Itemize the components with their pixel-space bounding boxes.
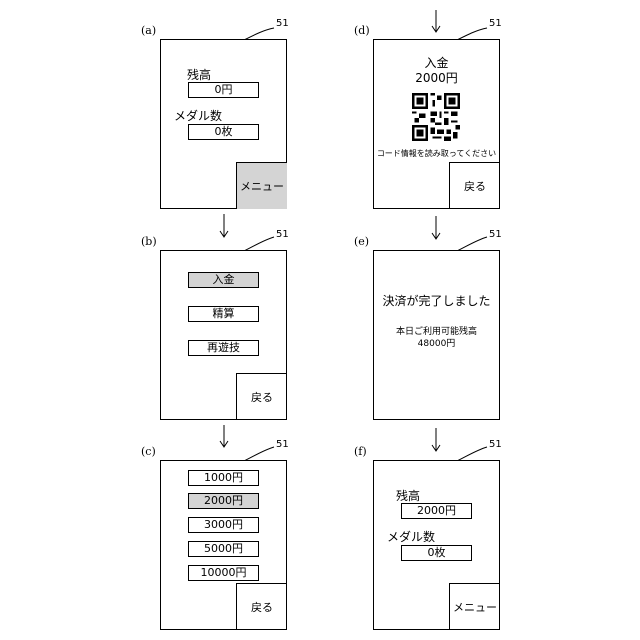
ref-leader-e — [457, 237, 487, 251]
payment-complete-message: 決済が完了しました — [374, 292, 499, 309]
menu-button[interactable]: メニュー — [449, 583, 500, 630]
medals-field: 0枚 — [188, 124, 259, 140]
ref-leader-b — [244, 237, 274, 251]
ref-leader-f — [457, 447, 487, 461]
amount-option-1000[interactable]: 1000円 — [188, 470, 259, 486]
ref-number-f: 51 — [489, 439, 502, 450]
ref-number-d: 51 — [489, 18, 502, 29]
panel-label-c: (c) — [141, 445, 156, 458]
medals-label: メダル数 — [387, 528, 435, 545]
balance-label: 残高 — [187, 66, 211, 83]
settle-button[interactable]: 精算 — [188, 306, 259, 322]
balance-field: 2000円 — [401, 503, 472, 519]
available-balance-value: 48000円 — [374, 336, 499, 349]
panel-label-d: (d) — [354, 24, 370, 37]
scan-instruction: コード情報を読み取ってください — [374, 148, 499, 159]
back-button[interactable]: 戻る — [236, 373, 287, 420]
screen-c: 1000円 2000円 3000円 5000円 10000円 戻る — [160, 460, 287, 630]
qr-code-icon — [412, 93, 460, 141]
amount-option-5000[interactable]: 5000円 — [188, 541, 259, 557]
balance-field: 0円 — [188, 82, 259, 98]
amount-option-3000[interactable]: 3000円 — [188, 517, 259, 533]
screen-f: 残高 2000円 メダル数 0枚 メニュー — [373, 460, 500, 630]
replay-button[interactable]: 再遊技 — [188, 340, 259, 356]
ref-number-c: 51 — [276, 439, 289, 450]
deposit-button[interactable]: 入金 — [188, 272, 259, 288]
screen-e: 決済が完了しました 本日ご利用可能残高 48000円 — [373, 250, 500, 420]
back-button[interactable]: 戻る — [449, 162, 500, 209]
panel-label-f: (f) — [354, 445, 367, 458]
medals-field: 0枚 — [401, 545, 472, 561]
medals-label: メダル数 — [174, 107, 222, 124]
panel-label-e: (e) — [354, 235, 369, 248]
ref-number-b: 51 — [276, 229, 289, 240]
amount-option-10000[interactable]: 10000円 — [188, 565, 259, 581]
screen-d: 入金 2000円 コード情報を読み取ってください 戻る — [373, 39, 500, 209]
panel-label-b: (b) — [141, 235, 157, 248]
menu-button[interactable]: メニュー — [236, 162, 287, 209]
screen-b: 入金 精算 再遊技 戻る — [160, 250, 287, 420]
screen-a: 残高 0円 メダル数 0枚 メニュー — [160, 39, 287, 209]
ref-number-e: 51 — [489, 229, 502, 240]
deposit-amount: 2000円 — [374, 69, 499, 86]
balance-label: 残高 — [396, 487, 420, 504]
panel-label-a: (a) — [141, 24, 156, 37]
ref-number-a: 51 — [276, 18, 289, 29]
ref-leader-c — [244, 447, 274, 461]
amount-option-2000[interactable]: 2000円 — [188, 493, 259, 509]
back-button[interactable]: 戻る — [236, 583, 287, 630]
